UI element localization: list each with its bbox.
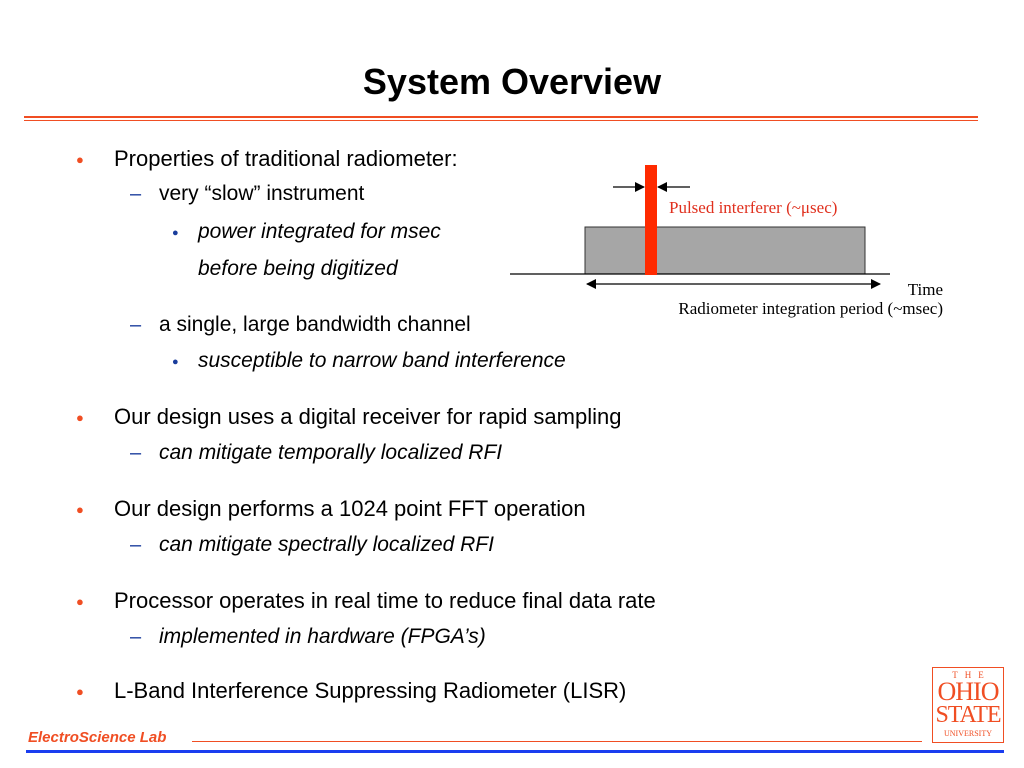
title-rule <box>24 116 978 118</box>
dash-marker: – <box>130 626 142 648</box>
title-rule-thin <box>24 120 978 121</box>
logo-university: UNIVERSITY <box>944 729 992 738</box>
logo-the: THE <box>952 670 991 680</box>
bullet-4-sub: implemented in hardware (FPGA’s) <box>159 625 486 648</box>
period-label: Radiometer integration period (~msec) <box>678 299 943 318</box>
pulse-label: Pulsed interferer (~μsec) <box>669 198 837 217</box>
bullet-dot-small: ● <box>172 227 179 239</box>
bullet-dot: ● <box>76 594 84 609</box>
bullet-dot: ● <box>76 502 84 517</box>
dash-marker: – <box>130 534 142 556</box>
dash-marker: – <box>130 183 142 205</box>
integration-diagram: Pulsed interferer (~μsec) Time Radiomete… <box>510 165 943 318</box>
pulsed-interferer-bar <box>645 165 657 275</box>
bullet-dot-small: ● <box>172 356 179 368</box>
bullet-1-sub-2-detail: susceptible to narrow band interference <box>198 349 566 372</box>
slide-title: System Overview <box>362 61 662 102</box>
bullet-1-sub-1: very “slow” instrument <box>159 182 365 205</box>
integration-period-block <box>584 226 866 275</box>
bullet-3-text: Our design performs a 1024 point FFT ope… <box>114 496 586 521</box>
footer-lab-name: ElectroScience Lab <box>28 729 167 746</box>
footer-bar <box>26 750 1004 753</box>
ohio-state-logo: THE OHIO STATE UNIVERSITY <box>932 667 1004 743</box>
bullet-2-sub: can mitigate temporally localized RFI <box>159 441 503 464</box>
bullet-1-sub-1-detail-line-2: before being digitized <box>198 257 398 280</box>
bullet-dot: ● <box>76 152 84 167</box>
bullet-2-text: Our design uses a digital receiver for r… <box>114 404 622 429</box>
time-label: Time <box>908 280 943 299</box>
bullet-1-sub-2: a single, large bandwidth channel <box>159 313 471 336</box>
bullet-3-sub: can mitigate spectrally localized RFI <box>159 533 494 556</box>
bullet-1-text: Properties of traditional radiometer: <box>114 146 458 171</box>
dash-marker: – <box>130 314 142 336</box>
footer-rule <box>192 741 922 742</box>
bullet-dot: ● <box>76 684 84 699</box>
bullet-4-text: Processor operates in real time to reduc… <box>114 588 656 613</box>
bullet-1-sub-1-detail-line-1: power integrated for msec <box>198 220 441 243</box>
bullet-5-text: L-Band Interference Suppressing Radiomet… <box>114 678 627 703</box>
logo-ohio: OHIO <box>937 677 1000 706</box>
logo-state: STATE <box>935 702 1001 728</box>
bullet-dot: ● <box>76 410 84 425</box>
dash-marker: – <box>130 442 142 464</box>
